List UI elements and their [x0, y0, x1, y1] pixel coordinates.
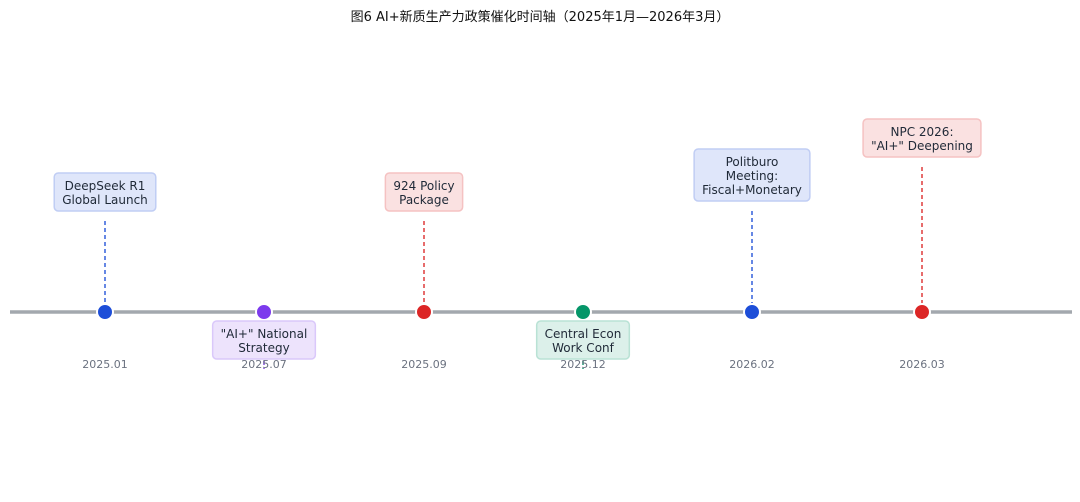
event-label-text: "AI+" National	[221, 327, 308, 341]
event-date-label: 2025.01	[82, 358, 128, 371]
event-label-text: Strategy	[238, 341, 289, 355]
event-label-text: Politburo	[726, 155, 779, 169]
event-marker	[96, 303, 114, 321]
event-marker	[743, 303, 761, 321]
event-label-text: Global Launch	[62, 193, 148, 207]
event-date-label: 2025.09	[401, 358, 447, 371]
chart-title: 图6 AI+新质生产力政策催化时间轴（2025年1月—2026年3月）	[351, 9, 730, 25]
event-label-box	[211, 320, 317, 360]
event-label-text: Fiscal+Monetary	[702, 183, 802, 197]
event-label-box	[53, 172, 157, 212]
event-label-text: Central Econ	[545, 327, 622, 341]
event-label-text: 924 Policy	[393, 179, 454, 193]
event-label-text: Package	[399, 193, 449, 207]
event-label-text: "AI+" Deepening	[871, 139, 973, 153]
event-label-box	[862, 118, 982, 158]
event-label: NPC 2026:"AI+" Deepening	[862, 118, 982, 158]
event-label-box	[693, 148, 811, 202]
event-label-box	[535, 320, 631, 360]
events-layer: 2025.01 2025.07 2025.09 2025.12 2026.02 2026.…	[53, 118, 982, 371]
event-label-box	[384, 172, 464, 212]
event-marker	[913, 303, 931, 321]
event-label-text: NPC 2026:	[891, 125, 954, 139]
event-date-label: 2026.03	[899, 358, 945, 371]
event-marker	[255, 303, 273, 321]
event-marker	[574, 303, 592, 321]
event-label-text: Meeting:	[726, 169, 778, 183]
event-marker	[415, 303, 433, 321]
event-label-text: Work Conf	[552, 341, 615, 355]
event-date-label: 2025.07	[241, 358, 287, 371]
event-date-label: 2026.02	[729, 358, 775, 371]
event-date-label: 2025.12	[560, 358, 606, 371]
event-label-text: DeepSeek R1	[65, 179, 146, 193]
